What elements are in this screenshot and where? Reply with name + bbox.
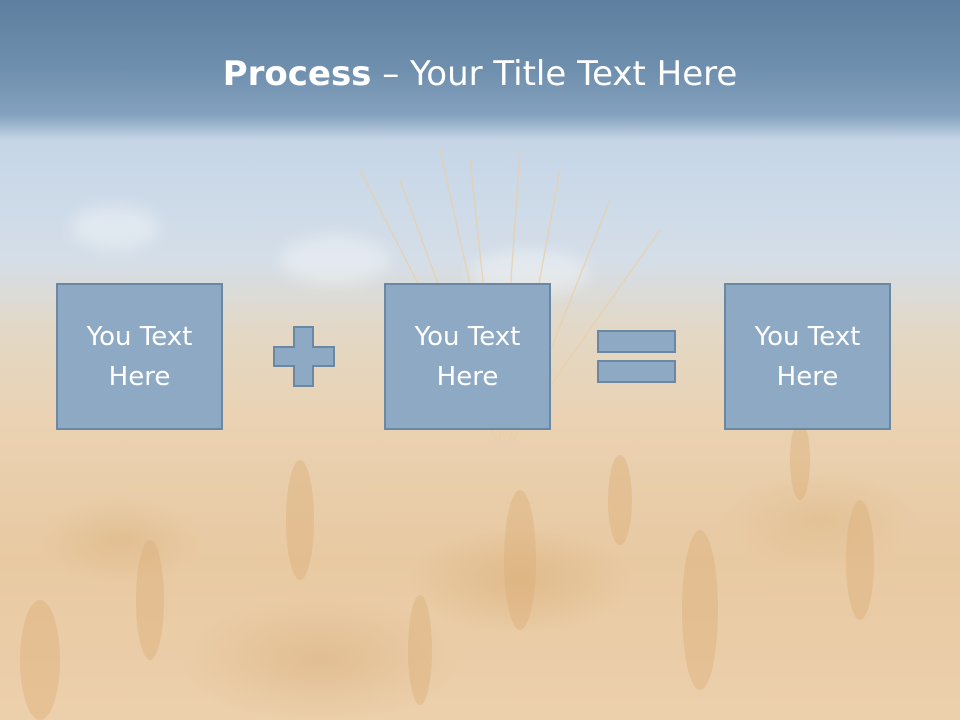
- process-box-3-text: You Text Here: [754, 321, 861, 392]
- equals-icon: [597, 330, 676, 383]
- process-box-2[interactable]: You Text Here: [384, 283, 551, 430]
- process-box-2-text: You Text Here: [414, 321, 521, 392]
- title-bar: [0, 0, 960, 140]
- cloud: [280, 235, 390, 285]
- cloud: [70, 205, 160, 250]
- process-box-3[interactable]: You Text Here: [724, 283, 891, 430]
- page-title: Process – Your Title Text Here: [0, 52, 960, 96]
- process-box-1[interactable]: You Text Here: [56, 283, 223, 430]
- plus-icon: [273, 326, 335, 387]
- process-box-1-text: You Text Here: [86, 321, 193, 392]
- wheat-field: [0, 400, 960, 720]
- title-bold: Process: [222, 54, 372, 94]
- title-rest: – Your Title Text Here: [371, 54, 738, 94]
